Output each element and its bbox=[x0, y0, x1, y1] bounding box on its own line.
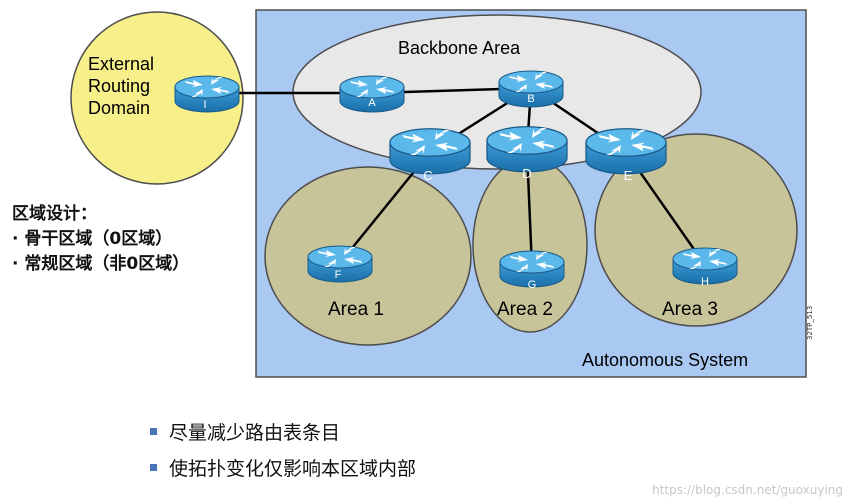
benefit-text: 使拓扑变化仅影响本区域内部 bbox=[169, 457, 417, 480]
external-routing-domain bbox=[70, 11, 244, 185]
router-label-c: C bbox=[423, 168, 432, 183]
router-label-b: B bbox=[527, 93, 534, 105]
router-label-e: E bbox=[624, 168, 633, 183]
bullet-square-icon bbox=[150, 427, 157, 435]
watermark: https://blog.csdn.net/guoxuying bbox=[652, 483, 843, 497]
benefit-item: 使拓扑变化仅影响本区域内部 bbox=[150, 449, 416, 485]
external-label-line3: Domain bbox=[88, 98, 150, 118]
router-label-f: F bbox=[335, 269, 342, 281]
router-i-icon bbox=[174, 75, 240, 113]
area-design-title: 区域设计： bbox=[12, 204, 97, 224]
area-design-notes: 区域设计： · 骨干区域（0区域） · 常规区域（非0区域） bbox=[12, 202, 189, 277]
area-2-label: Area 2 bbox=[497, 299, 553, 320]
external-label-line2: Routing bbox=[88, 76, 150, 96]
benefit-list: 尽量减少路由表条目 使拓扑变化仅影响本区域内部 bbox=[150, 413, 416, 485]
external-label-line1: External bbox=[88, 54, 154, 74]
backbone-area-label: Backbone Area bbox=[398, 38, 521, 58]
router-label-h: H bbox=[701, 276, 709, 288]
bullet-square-icon bbox=[150, 463, 157, 471]
router-label-i: I bbox=[203, 99, 206, 111]
benefit-item: 尽量减少路由表条目 bbox=[150, 413, 416, 449]
benefit-text: 尽量减少路由表条目 bbox=[169, 421, 341, 444]
figure-id: 32TP_513 bbox=[806, 305, 814, 340]
router-d-icon bbox=[486, 126, 568, 173]
router-label-d: D bbox=[522, 166, 531, 181]
area-design-item-regular: · 常规区域（非0区域） bbox=[12, 254, 190, 274]
router-label-a: A bbox=[368, 97, 376, 109]
router-label-g: G bbox=[528, 279, 537, 291]
router-e-icon bbox=[585, 128, 667, 175]
autonomous-system-label: Autonomous System bbox=[582, 350, 748, 370]
router-c-icon bbox=[389, 128, 471, 175]
area-3-label: Area 3 bbox=[662, 299, 718, 320]
area-design-item-backbone: · 骨干区域（0区域） bbox=[12, 229, 173, 249]
area-1-label: Area 1 bbox=[328, 299, 384, 320]
